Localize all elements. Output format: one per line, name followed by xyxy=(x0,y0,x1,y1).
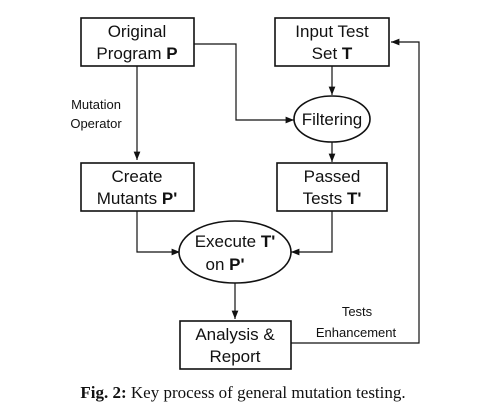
edge-original-to-filtering xyxy=(194,43,294,124)
tests-enhancement-label-line2: Enhancement xyxy=(316,325,397,340)
input-line1: Input Test xyxy=(295,22,369,41)
filtering-label: Filtering xyxy=(302,110,362,129)
passed-line2: Tests T' xyxy=(303,189,362,208)
node-create-mutants: Create Mutants P' xyxy=(80,162,195,212)
create-line1: Create xyxy=(111,167,162,186)
edge-passed-to-execute xyxy=(291,211,333,256)
figure-caption: Fig. 2: Key process of general mutation … xyxy=(80,383,405,402)
original-line1: Original xyxy=(108,22,167,41)
tests-enhancement-label-line1: Tests xyxy=(342,304,373,319)
node-execute: Execute T' on P' xyxy=(178,220,292,284)
mutation-operator-label-line1: Mutation xyxy=(71,97,121,112)
analysis-line1: Analysis & xyxy=(195,325,275,344)
execute-line2: on P' xyxy=(205,255,244,274)
input-line2: Set T xyxy=(312,44,353,63)
analysis-line2: Report xyxy=(209,347,260,366)
create-line2: Mutants P' xyxy=(97,189,178,208)
original-line2: Program P xyxy=(96,44,177,63)
passed-line1: Passed xyxy=(304,167,361,186)
node-original-program: Original Program P xyxy=(80,17,195,67)
node-analysis-report: Analysis & Report xyxy=(179,320,292,370)
execute-line1: Execute T' xyxy=(195,232,276,251)
node-passed-tests: Passed Tests T' xyxy=(276,162,388,212)
node-filtering: Filtering xyxy=(293,95,371,143)
edge-analysis-to-input xyxy=(291,38,420,344)
edges xyxy=(133,38,420,344)
edge-create-to-execute xyxy=(136,211,180,256)
mutation-operator-label-line2: Operator xyxy=(70,116,122,131)
node-input-test-set: Input Test Set T xyxy=(274,17,390,67)
